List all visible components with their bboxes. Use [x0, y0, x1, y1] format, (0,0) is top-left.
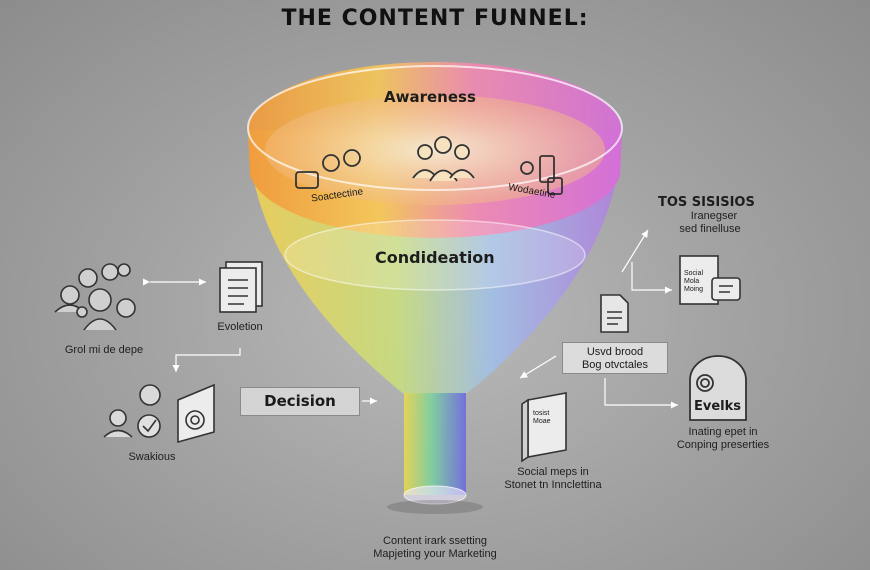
evelks-badge-icon — [689, 355, 747, 421]
left-connectors — [142, 278, 377, 405]
decision-label: Decision — [240, 387, 360, 416]
social-media-doc-icon — [679, 255, 741, 305]
consideration-band — [284, 219, 586, 291]
stage-consideration-label: Condideation — [375, 248, 495, 267]
audience-cluster-icon — [54, 263, 136, 331]
page-title: THE CONTENT FUNNEL: — [281, 6, 589, 31]
evaluation-caption: Evoletion — [217, 321, 263, 333]
book-text: tosist Moae — [533, 410, 551, 425]
file-icon — [600, 294, 629, 333]
right-subheading-1: Iranegser — [690, 210, 738, 222]
funnel-spout — [404, 393, 466, 495]
chat-bubbles-icon — [295, 149, 361, 189]
used-box-line-2: Bog otvctales — [581, 359, 649, 371]
bottom-caption-2: Mapjeting your Marketing — [373, 548, 497, 560]
social-caption-2: Stonet tn Innclettina — [504, 479, 602, 491]
feedback-group-icon — [103, 384, 161, 438]
right-connectors — [519, 229, 678, 409]
used-brood-box: Usvd brood Bog otvctales — [562, 342, 668, 374]
funnel-opening — [265, 95, 605, 205]
stage-awareness-label: Awareness — [384, 88, 476, 106]
funnel-rim-front — [248, 130, 622, 238]
evelks-label: Evelks — [694, 399, 742, 414]
social-doc-text: Social Mola Moing — [684, 270, 704, 293]
swakious-caption: Swakious — [128, 451, 176, 463]
book-icon — [521, 392, 567, 463]
mobile-devices-icon — [520, 155, 563, 195]
people-group-icon — [412, 136, 475, 182]
bottom-caption-1: Content irark ssetting — [383, 535, 487, 547]
target-document-icon — [177, 383, 215, 444]
used-box-line-1: Usvd brood — [586, 346, 644, 358]
right-subheading-2: sed finelluse — [679, 223, 741, 235]
evelks-caption-1: Inating epet in — [688, 426, 758, 438]
document-stack-icon — [219, 261, 263, 313]
audience-caption: Grol mi de depe — [64, 344, 144, 356]
right-heading: TOS SISISIOS — [658, 195, 755, 210]
social-caption-1: Social meps in — [517, 466, 589, 478]
evelks-caption-2: Conping preserties — [676, 439, 770, 451]
